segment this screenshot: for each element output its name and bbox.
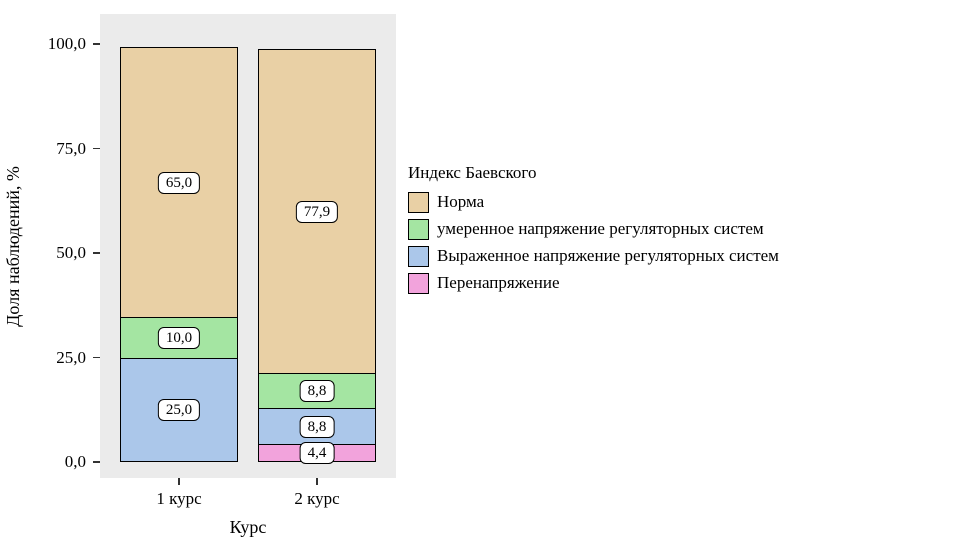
- y-tick-mark: [93, 252, 100, 254]
- legend-swatch: [408, 245, 429, 267]
- legend-entries: Норма умеренное напряжение регуляторных с…: [408, 191, 779, 294]
- y-tick-label: 50,0: [56, 243, 86, 262]
- value-label: 25,0: [157, 398, 201, 421]
- bar-segment: 8,8: [258, 373, 376, 410]
- bar-segment: 4,4: [258, 441, 376, 464]
- y-axis-ticks: 0,0 25,0 50,0 75,0 100,0: [0, 14, 100, 478]
- value-label: 10,0: [157, 327, 201, 350]
- bar-1: 65,0 10,0 25,0: [120, 47, 238, 462]
- bar-segment: 8,8: [258, 408, 376, 446]
- y-tick-mark: [93, 356, 100, 359]
- legend-label: Выраженное напряжение регуляторных систе…: [437, 246, 779, 265]
- legend-title: Индекс Баевского: [408, 163, 537, 182]
- bar-segment: 65,0: [120, 47, 238, 319]
- bar-segment: 10,0: [120, 317, 238, 359]
- x-axis-title: Курс: [229, 517, 267, 537]
- x-category-label-2: 2 курс: [294, 489, 340, 508]
- bar-2: 77,9 8,8 8,8 4,4: [258, 48, 376, 464]
- legend-entry: Норма: [408, 191, 779, 213]
- y-tick-label: 0,0: [64, 452, 86, 471]
- plot-panel: 65,0 10,0 25,0 77,9 8,8 8,8 4,4: [100, 14, 396, 478]
- legend-swatch: [408, 218, 429, 240]
- value-label: 65,0: [157, 171, 201, 194]
- bar-segment: 25,0: [120, 357, 238, 462]
- legend-entry: умеренное напряжение регуляторных систем: [408, 218, 779, 240]
- value-label: 4,4: [299, 441, 335, 464]
- x-tick-mark: [316, 478, 318, 485]
- legend-label: Норма: [437, 192, 485, 211]
- y-tick-label: 100,0: [47, 34, 86, 53]
- value-label: 77,9: [295, 200, 339, 223]
- legend-entry: Перенапряжение: [408, 272, 779, 294]
- legend-label: Перенапряжение: [437, 273, 560, 292]
- bars-area: 65,0 10,0 25,0 77,9 8,8 8,8 4,4: [120, 47, 376, 464]
- legend: Индекс Баевского Норма умеренное напряжен…: [408, 162, 779, 299]
- x-tick-mark: [178, 478, 180, 485]
- x-category-label-1: 1 курс: [156, 489, 202, 508]
- y-tick-label: 25,0: [56, 347, 86, 367]
- legend-swatch: [408, 272, 429, 294]
- y-tick-label: 75,0: [56, 138, 86, 158]
- y-tick-mark: [93, 43, 100, 45]
- bar-segment: 77,9: [258, 48, 376, 375]
- value-label: 8,8: [299, 380, 335, 403]
- y-tick-mark: [93, 461, 100, 463]
- value-label: 8,8: [299, 415, 335, 438]
- legend-swatch: [408, 191, 429, 213]
- y-tick-mark: [93, 147, 100, 150]
- legend-entry: Выраженное напряжение регуляторных систе…: [408, 245, 779, 267]
- legend-label: умеренное напряжение регуляторных систем: [437, 219, 764, 238]
